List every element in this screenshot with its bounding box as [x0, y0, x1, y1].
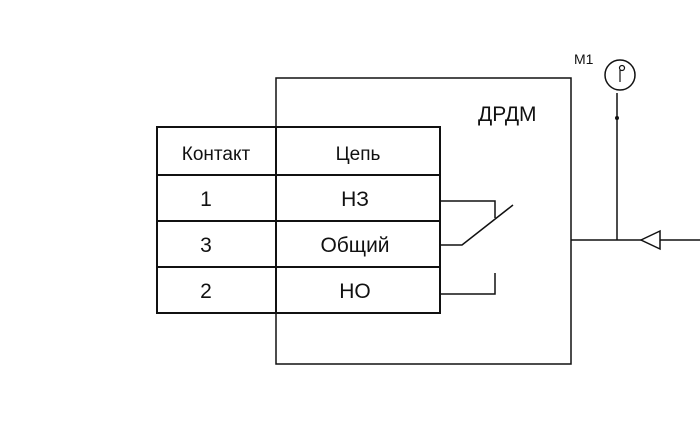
pressure-line	[571, 93, 700, 251]
table-cell-contact: 3	[200, 234, 212, 257]
no-contact-lead	[440, 273, 496, 295]
table-cell-contact: 1	[200, 188, 212, 211]
table-cell-circuit: Общий	[320, 234, 389, 257]
pressure-gauge-icon	[604, 59, 636, 91]
table-cell-circuit: НЗ	[341, 188, 369, 211]
nc-contact-lead	[440, 200, 496, 218]
contact-table: Контакт Цепь 1 НЗ 3 Общий 2 НО	[156, 126, 441, 314]
table-cell-circuit: НО	[339, 280, 371, 303]
table-header-contact: Контакт	[182, 144, 251, 165]
common-contact-blade	[440, 204, 514, 246]
device-label: ДРДМ	[478, 103, 537, 126]
switch-contacts	[440, 200, 514, 295]
junction-dot	[615, 116, 619, 120]
table-header-circuit: Цепь	[336, 144, 381, 165]
flow-arrow-icon	[639, 229, 661, 251]
gauge-label: М1	[574, 51, 594, 67]
table-cell-contact: 2	[200, 280, 212, 303]
